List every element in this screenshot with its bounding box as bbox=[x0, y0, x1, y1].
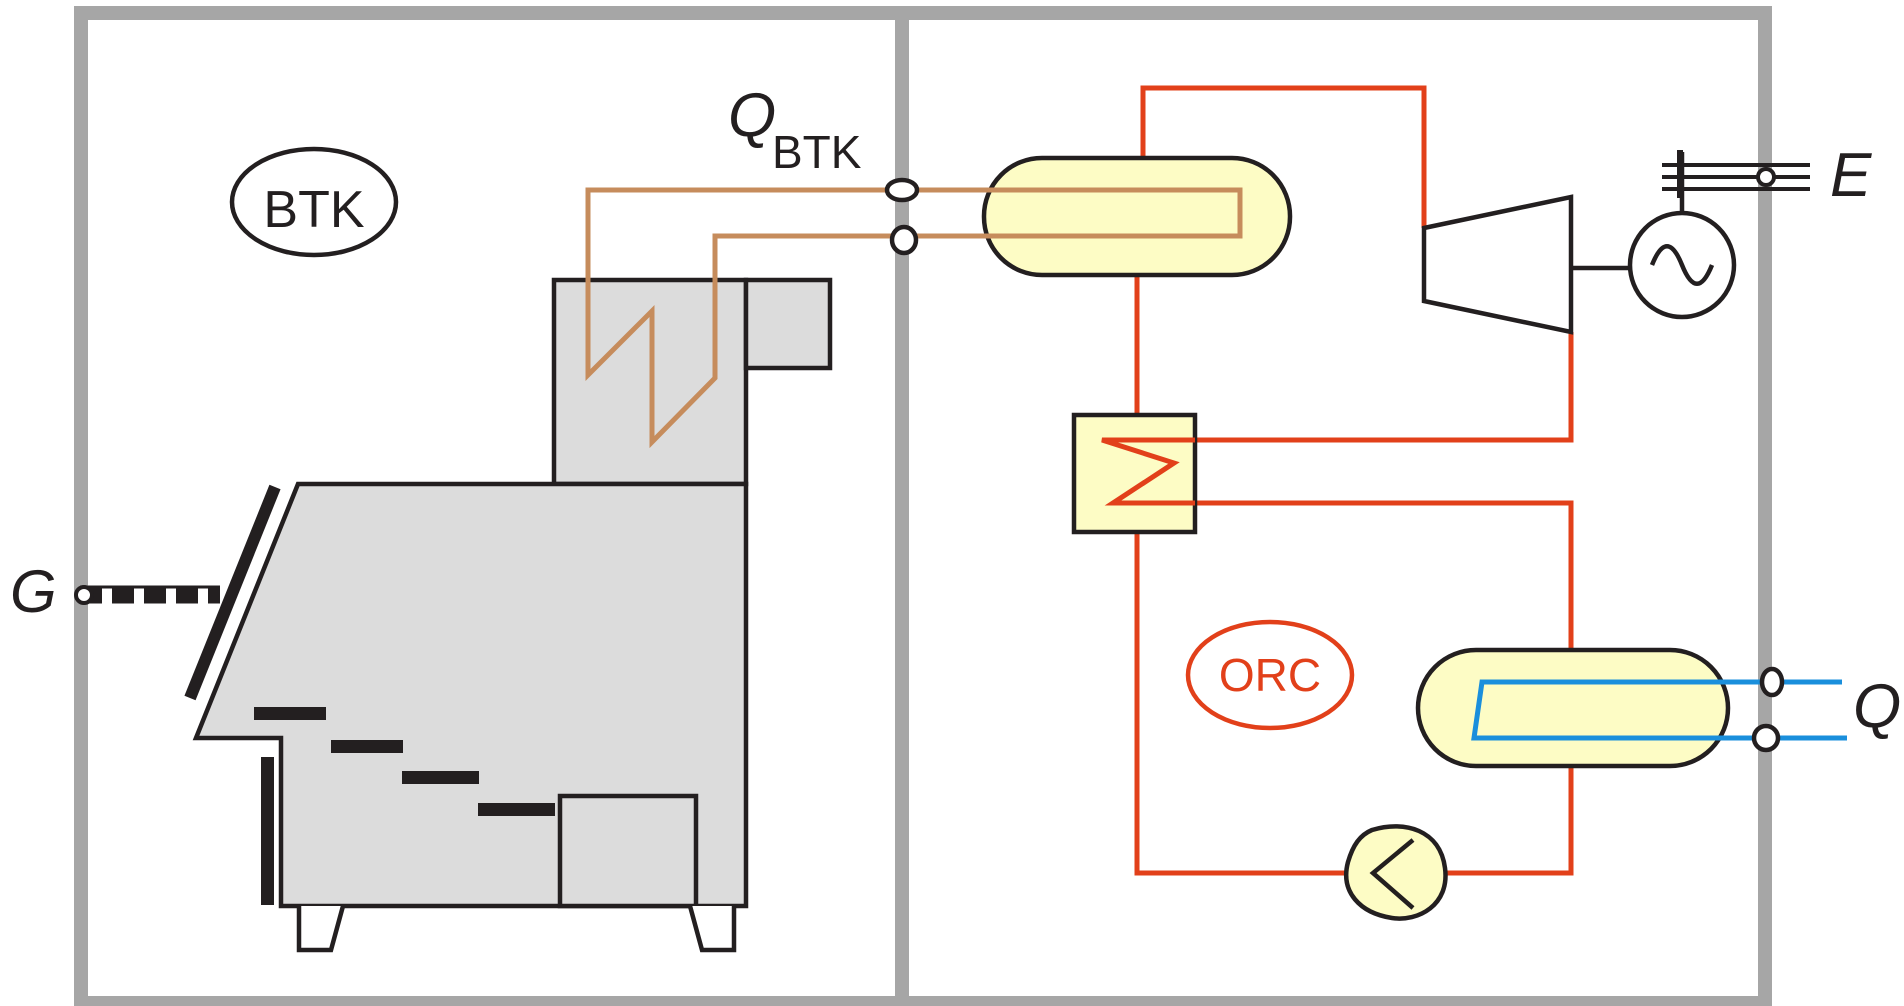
grate-bar bbox=[331, 740, 403, 753]
boiler-icon bbox=[192, 277, 833, 953]
q-out-label: Q bbox=[1853, 672, 1901, 741]
q-btk-label: Q bbox=[728, 81, 776, 150]
fuel-input: G bbox=[10, 558, 220, 625]
evaporator-coil bbox=[984, 187, 1243, 239]
orc-pipe-pump-to-condenser bbox=[1447, 766, 1574, 876]
grate-post bbox=[261, 757, 274, 905]
q-btk-connector-bottom bbox=[889, 224, 919, 256]
btk-loop-supply bbox=[585, 187, 898, 449]
pump-icon bbox=[1344, 824, 1448, 921]
condenser-vessel bbox=[1415, 647, 1731, 769]
pump-chevron bbox=[1369, 838, 1415, 910]
evaporator bbox=[981, 155, 1293, 278]
e-label: E bbox=[1830, 141, 1872, 210]
pump-body bbox=[1344, 824, 1448, 921]
orc-pipe-recuperator-to-pump bbox=[1134, 532, 1347, 876]
boiler-foot-right bbox=[687, 905, 737, 953]
turbine-icon bbox=[1421, 194, 1574, 335]
fuel-connector bbox=[74, 585, 94, 605]
q-connector-top bbox=[1759, 666, 1785, 698]
boiler-ash-box bbox=[557, 793, 699, 909]
q-btk-subscript: BTK bbox=[772, 126, 862, 178]
grate-bar bbox=[254, 707, 326, 720]
orc-label: ORC bbox=[1219, 649, 1321, 701]
q-connector-bottom bbox=[1751, 723, 1781, 753]
evaporator-vessel bbox=[981, 155, 1293, 278]
generator-sine bbox=[1649, 244, 1715, 286]
orc-badge: ORC bbox=[1185, 619, 1355, 731]
orc-ellipse bbox=[1185, 619, 1355, 731]
outer-frame bbox=[74, 6, 1772, 1006]
generator-icon bbox=[1571, 152, 1737, 320]
recuperator-box bbox=[1071, 412, 1198, 535]
boiler-flue-outlet bbox=[743, 277, 833, 371]
q-btk-connectors bbox=[884, 177, 920, 256]
g-label: G bbox=[10, 558, 57, 625]
heat-exchanger-icon bbox=[1071, 412, 1198, 535]
grate-bars bbox=[254, 707, 555, 905]
boiler-foot-left bbox=[296, 905, 346, 953]
fuel-chute bbox=[184, 484, 281, 701]
btk-ellipse bbox=[229, 146, 399, 258]
grate-bar bbox=[478, 803, 555, 816]
condenser bbox=[1415, 647, 1847, 769]
btk-label: BTK bbox=[263, 181, 364, 239]
recuperator-coil bbox=[1101, 437, 1195, 506]
e-connector bbox=[1756, 167, 1776, 187]
q-btk-connector-top bbox=[884, 177, 920, 203]
condenser-coil bbox=[1471, 679, 1847, 741]
grate-bar bbox=[402, 771, 479, 784]
btk-badge: BTK bbox=[229, 146, 399, 258]
electric-output bbox=[1662, 150, 1810, 198]
orc-pipe-evap-to-turbine bbox=[1140, 85, 1427, 228]
